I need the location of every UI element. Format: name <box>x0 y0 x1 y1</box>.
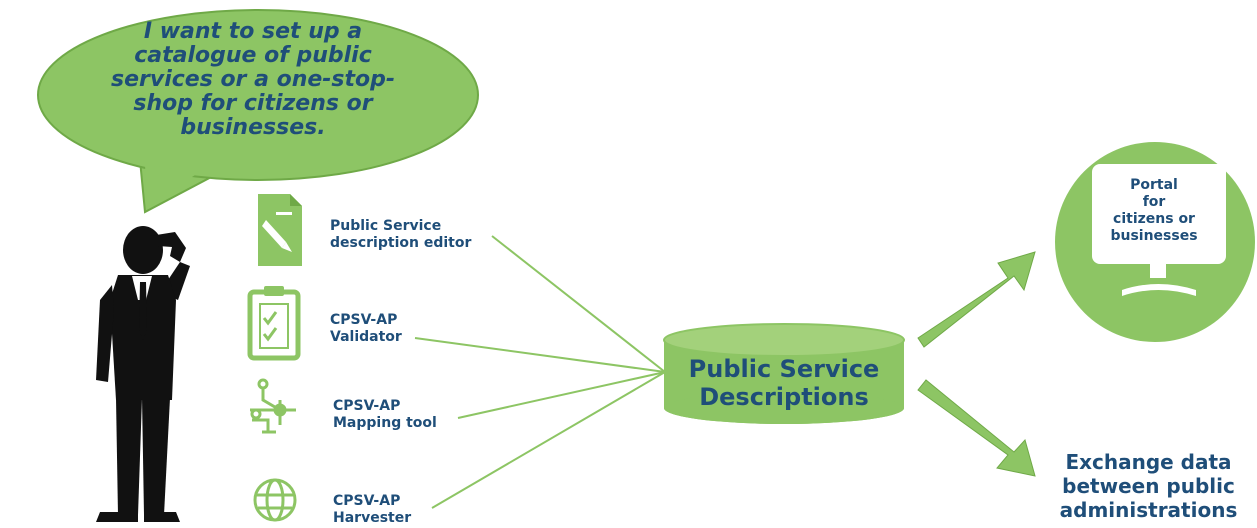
database-label: Public Service Descriptions <box>660 355 908 411</box>
exchange-label-line: between public <box>1062 474 1235 498</box>
tool-label-line: description editor <box>330 235 472 251</box>
portal-label-line: citizens or <box>1113 211 1195 227</box>
tool-label-line: Harvester <box>333 510 412 526</box>
portal-label-line: Portal <box>1130 177 1178 193</box>
portal-label-line: for <box>1142 194 1166 210</box>
globe-icon <box>253 478 297 522</box>
tool-label-line: Public Service <box>330 218 442 234</box>
tool-label-line: CPSV-AP <box>330 312 398 328</box>
exchange-label-line: Exchange data <box>1065 450 1232 474</box>
tool-label-line: CPSV-AP <box>333 493 401 509</box>
speech-bubble-text: I want to set up a catalogue of public s… <box>110 19 396 140</box>
database-label-line2: Descriptions <box>699 383 869 411</box>
tool-label-harvester: CPSV-AP Harvester <box>333 493 411 527</box>
shirt-tie-icon <box>132 276 152 340</box>
clipboard-check-icon <box>247 286 301 361</box>
mapping-network-icon <box>250 378 296 434</box>
tool-label-validator: CPSV-AP Validator <box>330 312 402 346</box>
database-label-line1: Public Service <box>688 355 880 383</box>
arrow-to-exchange <box>917 379 1036 477</box>
arrow-to-portal <box>917 251 1036 348</box>
monitor-icon <box>1092 164 1226 296</box>
tool-label-line: CPSV-AP <box>333 398 401 414</box>
tool-label-editor: Public Service description editor <box>330 218 471 252</box>
exchange-label: Exchange data between public administrat… <box>1040 450 1257 522</box>
database-cylinder <box>663 323 905 424</box>
portal-label-line: businesses <box>1110 228 1198 244</box>
tool-label-line: Validator <box>330 329 402 345</box>
exchange-label-line: administrations <box>1059 498 1238 522</box>
tool-label-mapping: CPSV-AP Mapping tool <box>333 398 437 432</box>
tool-label-line: Mapping tool <box>333 415 437 431</box>
connector-lines <box>414 235 666 509</box>
document-pencil-icon <box>258 194 302 266</box>
thinking-person-icon <box>96 226 190 522</box>
portal-label: Portal for citizens or businesses <box>1088 177 1220 245</box>
speech-bubble <box>37 9 479 214</box>
